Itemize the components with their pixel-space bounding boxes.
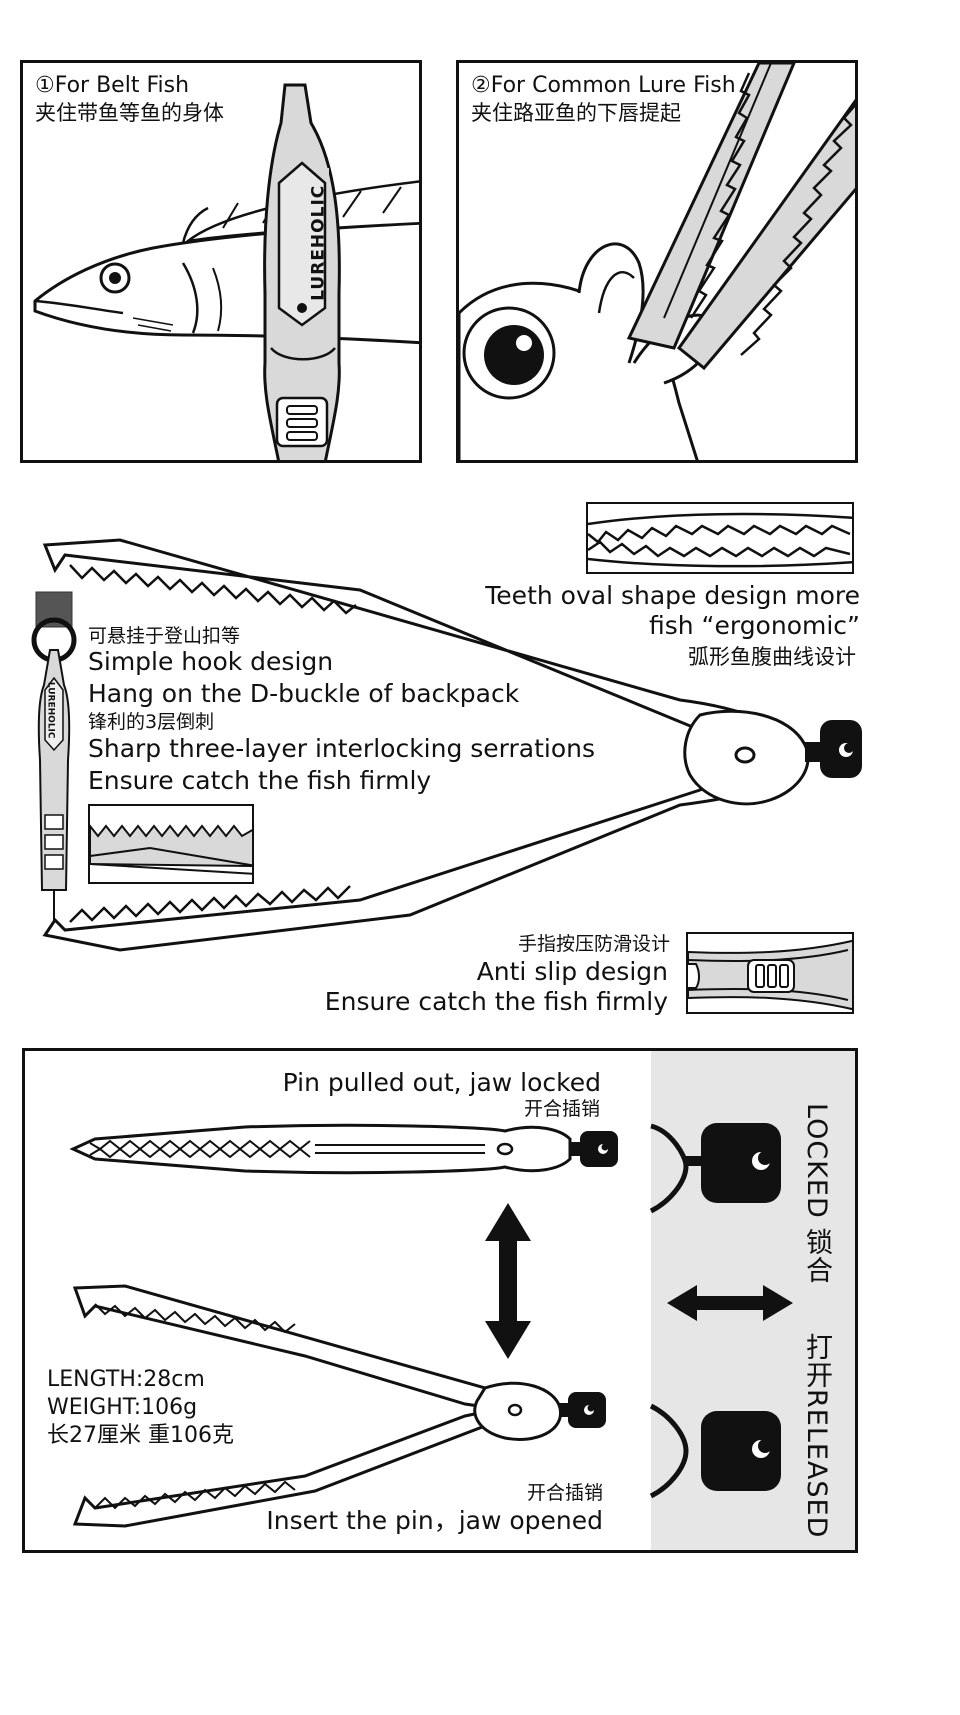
teeth-text-zh: 弧形鱼腹曲线设计 bbox=[688, 645, 856, 669]
lure-fish-title: ②For Common Lure Fish bbox=[471, 73, 736, 98]
lure-fish-illustration bbox=[459, 63, 855, 460]
antislip-detail-box bbox=[686, 932, 854, 1014]
small-tool-brand: LUREHOLIC bbox=[45, 681, 56, 739]
hook-text-zh: 可悬挂于登山扣等 bbox=[88, 625, 241, 647]
belt-fish-illustration bbox=[33, 83, 419, 460]
serration-text-2: Ensure catch the fish firmly bbox=[88, 766, 432, 795]
serration-detail-box bbox=[88, 804, 254, 884]
lure-fish-panel: ②For Common Lure Fish 夹住路亚鱼的下唇提起 bbox=[456, 60, 858, 463]
released-tool bbox=[72, 1284, 606, 1528]
lock-panel: Pin pulled out, jaw locked 开合插销 LENGTH:2… bbox=[22, 1048, 858, 1553]
serration-text-1: Sharp three-layer interlocking serration… bbox=[88, 734, 596, 763]
brand-logo: LUREHOLIC bbox=[308, 184, 329, 301]
belt-fish-title: ①For Belt Fish bbox=[35, 73, 190, 98]
released-pin-icon bbox=[649, 1403, 781, 1499]
open-jaw-tool-large bbox=[42, 538, 862, 952]
hanging-tool-small bbox=[31, 591, 77, 920]
teeth-detail-box bbox=[586, 502, 854, 574]
belt-fish-subtitle: 夹住带鱼等鱼的身体 bbox=[35, 101, 224, 125]
locked-label: LOCKED 锁合 bbox=[801, 1103, 832, 1285]
locked-caption-zh: 开合插销 bbox=[523, 1098, 600, 1120]
locked-caption-en: Pin pulled out, jaw locked bbox=[282, 1068, 601, 1097]
locked-tool bbox=[69, 1123, 618, 1175]
serration-detail-illustration bbox=[90, 824, 252, 875]
antislip-text-zh: 手指按压防滑设计 bbox=[517, 933, 670, 955]
teeth-detail-illustration bbox=[588, 512, 852, 568]
hook-text-1: Simple hook design bbox=[88, 647, 334, 676]
locked-pin-icon bbox=[649, 1123, 781, 1214]
released-caption-zh: 开合插销 bbox=[526, 1482, 603, 1504]
antislip-text-1: Anti slip design bbox=[476, 957, 668, 986]
serration-text-zh: 锋利的3层倒刺 bbox=[88, 711, 215, 733]
teeth-text-1: Teeth oval shape design more bbox=[485, 581, 860, 610]
hook-text-2: Hang on the D-buckle of backpack bbox=[88, 679, 520, 708]
spec-weight: WEIGHT:106g bbox=[47, 1395, 198, 1420]
horizontal-arrow-icon bbox=[667, 1285, 793, 1321]
antislip-detail-illustration bbox=[688, 939, 852, 1011]
released-caption-en: Insert the pin，jaw opened bbox=[266, 1506, 603, 1535]
spec-zh: 长27厘米 重106克 bbox=[47, 1423, 234, 1448]
teeth-text-2: fish “ergonomic” bbox=[648, 611, 860, 640]
belt-fish-panel: ①For Belt Fish 夹住带鱼等鱼的身体 LUREHOLIC bbox=[20, 60, 422, 463]
lure-fish-subtitle: 夹住路亚鱼的下唇提起 bbox=[471, 101, 681, 125]
spec-length: LENGTH:28cm bbox=[47, 1367, 205, 1392]
vertical-arrow-icon bbox=[485, 1203, 531, 1359]
antislip-text-2: Ensure catch the fish firmly bbox=[324, 987, 668, 1016]
released-label: 打开RELEASED bbox=[801, 1333, 832, 1539]
